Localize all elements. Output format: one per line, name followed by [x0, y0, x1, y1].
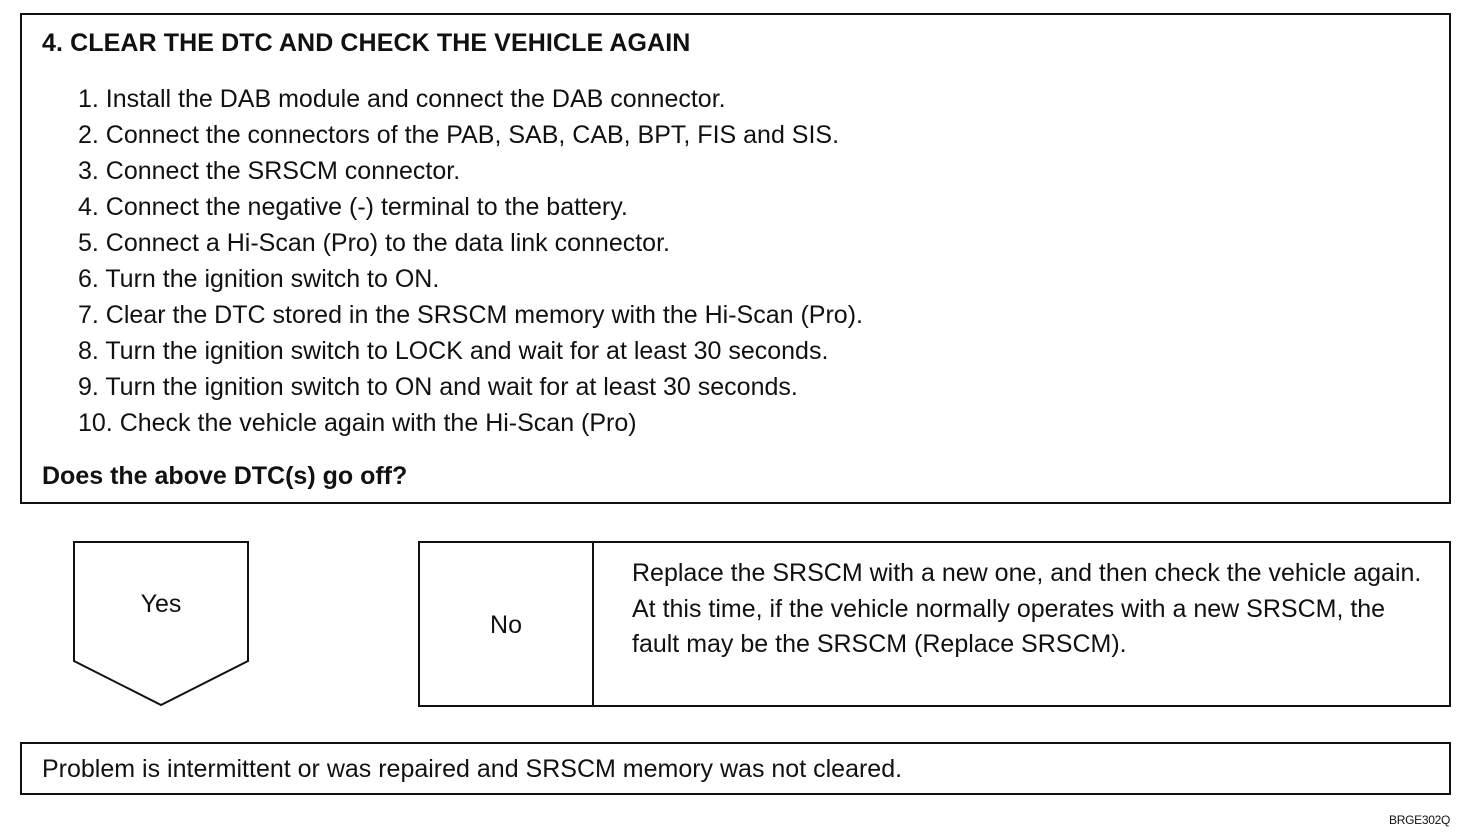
procedure-step: 8. Turn the ignition switch to LOCK and … — [78, 337, 829, 365]
no-label: No — [490, 611, 522, 639]
no-branch-divider — [592, 543, 594, 705]
no-branch-action: Replace the SRSCM with a new one, and th… — [632, 559, 1422, 658]
procedure-step: 2. Connect the connectors of the PAB, SA… — [78, 121, 840, 149]
step-procedure-list: 1. Install the DAB module and connect th… — [78, 81, 863, 441]
procedure-step: 6. Turn the ignition switch to ON. — [78, 265, 440, 293]
procedure-step: 3. Connect the SRSCM connector. — [78, 157, 461, 185]
procedure-step: 4. Connect the negative (-) terminal to … — [78, 193, 628, 221]
result-text: Problem is intermittent or was repaired … — [42, 755, 903, 783]
yes-arrow-shape — [73, 541, 249, 707]
yes-label: Yes — [140, 590, 182, 618]
procedure-step: 5. Connect a Hi-Scan (Pro) to the data l… — [78, 229, 670, 257]
procedure-step: 7. Clear the DTC stored in the SRSCM mem… — [78, 301, 863, 329]
step-question: Does the above DTC(s) go off? — [42, 462, 408, 490]
result-box: Problem is intermittent or was repaired … — [20, 742, 1451, 795]
no-branch-box: No Replace the SRSCM with a new one, and… — [418, 541, 1451, 707]
figure-code: BRGE302Q — [1389, 813, 1450, 827]
procedure-step: 1. Install the DAB module and connect th… — [78, 85, 726, 113]
procedure-step: 9. Turn the ignition switch to ON and wa… — [78, 373, 798, 401]
check-step-box: 4. CLEAR THE DTC AND CHECK THE VEHICLE A… — [20, 13, 1451, 504]
procedure-step: 10. Check the vehicle again with the Hi-… — [78, 409, 637, 437]
step-title: 4. CLEAR THE DTC AND CHECK THE VEHICLE A… — [42, 29, 691, 57]
